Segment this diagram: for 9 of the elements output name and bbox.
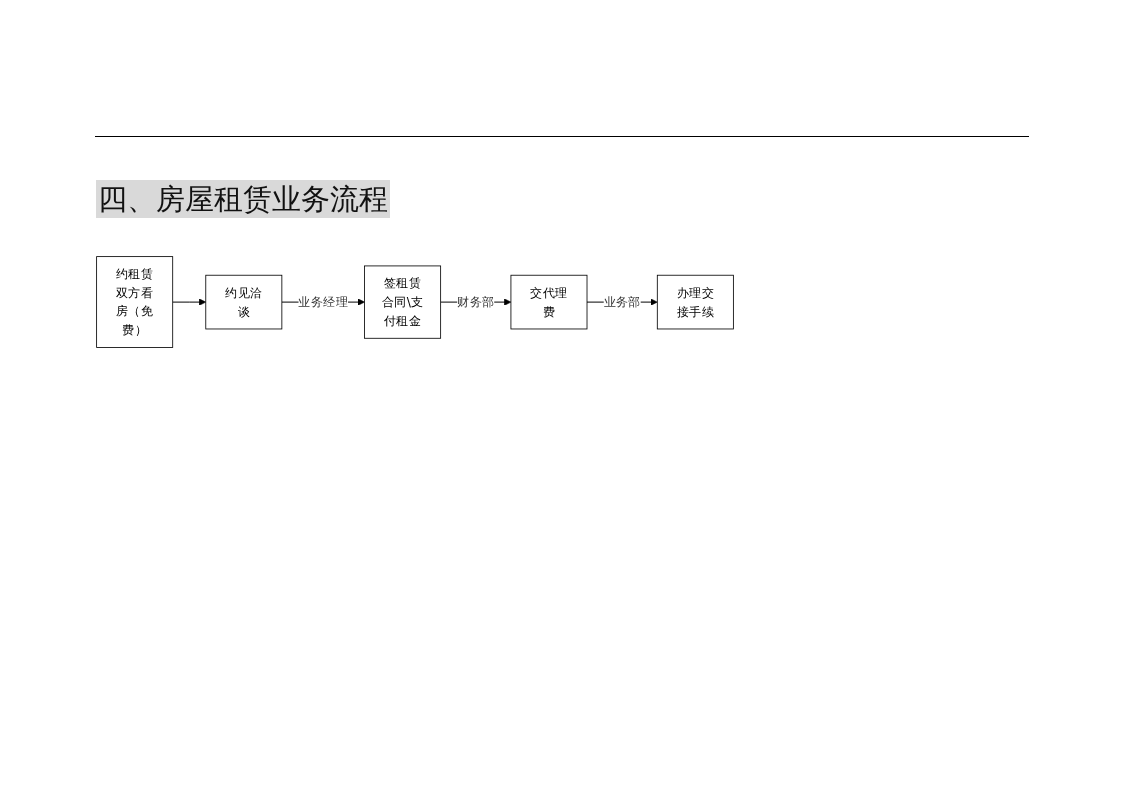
title: 四、房屋租赁业务流程 [96, 180, 390, 218]
node-box: 约租赁双方看房（免费） [96, 256, 174, 348]
node-box: 办理交接手续 [656, 274, 734, 330]
node-box: 签租赁合同\支付租金 [364, 265, 442, 339]
edge-label: 业务经理 [298, 294, 349, 310]
edge-label: 业务部 [603, 294, 641, 310]
node-box: 约见洽谈 [205, 274, 283, 330]
node-box: 交代理费 [510, 274, 588, 330]
edge-label: 财务部 [457, 294, 495, 310]
